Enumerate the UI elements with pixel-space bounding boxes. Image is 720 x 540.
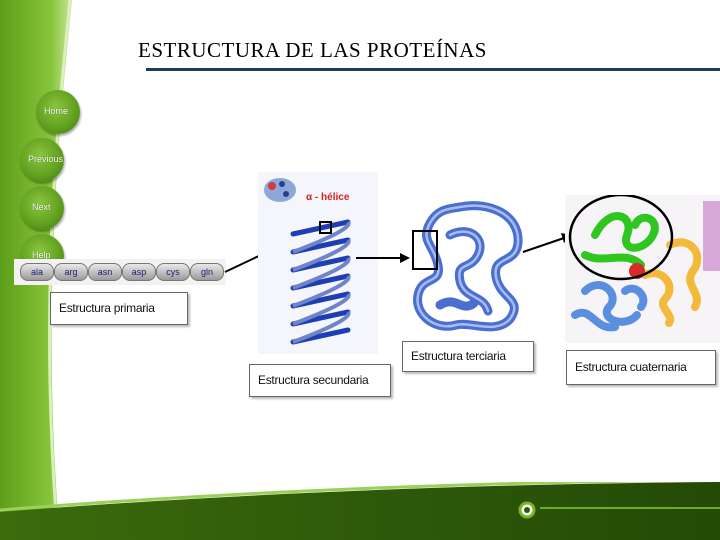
next-label: Next [32, 202, 51, 212]
previous-label: Previous [28, 154, 64, 164]
amino-acid-cys: cys [156, 263, 190, 281]
alpha-helix-label: α - hélice [306, 192, 350, 203]
label-primaria: Estructura primaria [50, 292, 188, 325]
label-terciaria: Estructura terciaria [402, 341, 534, 372]
arrow-secundaria-to-terciaria [356, 253, 410, 263]
label-secundaria: Estructura secundaria [249, 364, 391, 397]
home-label: Home [44, 106, 69, 116]
amino-acid-arg: arg [54, 263, 88, 281]
tertiary-structure-image [412, 201, 523, 332]
amino-acid-asp: asp [122, 263, 156, 281]
molecule-thumbnail [264, 178, 296, 202]
next-button[interactable] [20, 186, 64, 230]
quaternary-structure-image [565, 195, 720, 343]
title-underline [146, 68, 720, 71]
home-button[interactable] [36, 90, 80, 134]
bottom-green-band [0, 482, 720, 540]
page-title: ESTRUCTURA DE LAS PROTEÍNAS [138, 38, 487, 62]
amino-acid-gln: gln [190, 263, 224, 281]
previous-button[interactable] [20, 138, 64, 182]
help-label: Help [32, 250, 51, 260]
alpha-helix-image [258, 172, 378, 354]
amino-acid-ala: ala [20, 263, 54, 281]
label-cuaternaria: Estructura cuaternaria [566, 350, 716, 385]
amino-acid-asn: asn [88, 263, 122, 281]
